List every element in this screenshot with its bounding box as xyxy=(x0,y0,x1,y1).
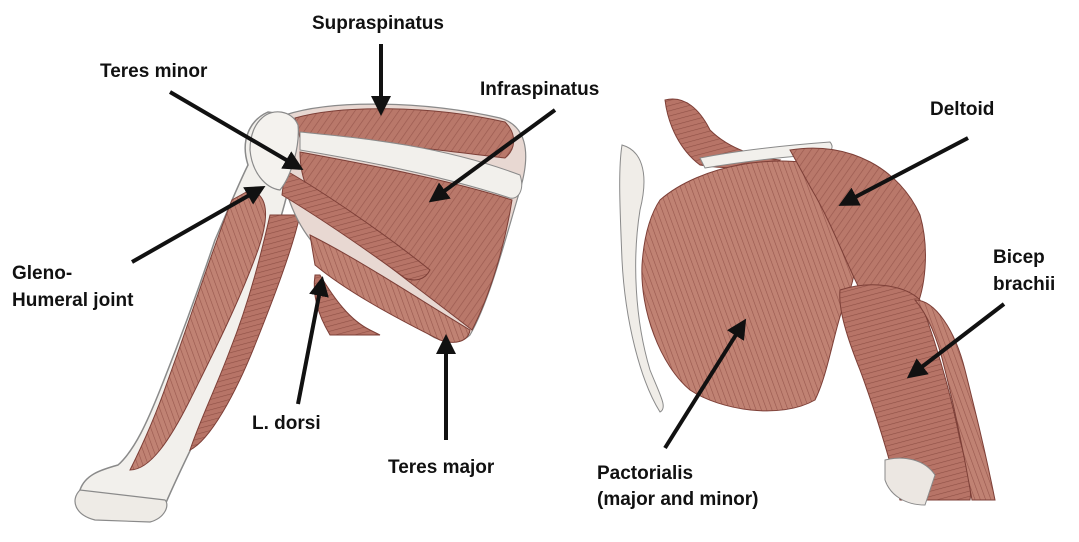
label-bicep-line1: Bicep xyxy=(993,246,1055,269)
label-teres-major: Teres major xyxy=(388,456,494,479)
label-teres-minor: Teres minor xyxy=(100,60,207,83)
anterior-shoulder-illustration xyxy=(620,99,995,505)
label-pectoralis: Pactorialis (major and minor) xyxy=(597,462,759,511)
label-bicep-brachii: Bicep brachii xyxy=(993,246,1055,296)
label-supraspinatus: Supraspinatus xyxy=(312,12,444,35)
label-pectoralis-line2: (major and minor) xyxy=(597,488,759,511)
label-pectoralis-line1: Pactorialis xyxy=(597,462,759,485)
label-gleno-humeral-line2: Humeral joint xyxy=(12,289,133,312)
label-gleno-humeral-line1: Gleno- xyxy=(12,262,133,285)
label-gleno-humeral-joint: Gleno- Humeral joint xyxy=(12,262,133,312)
label-deltoid: Deltoid xyxy=(930,98,994,121)
label-l-dorsi: L. dorsi xyxy=(252,412,321,435)
l-dorsi-arrow xyxy=(298,280,322,404)
label-infraspinatus: Infraspinatus xyxy=(480,78,599,101)
label-bicep-line2: brachii xyxy=(993,273,1055,296)
